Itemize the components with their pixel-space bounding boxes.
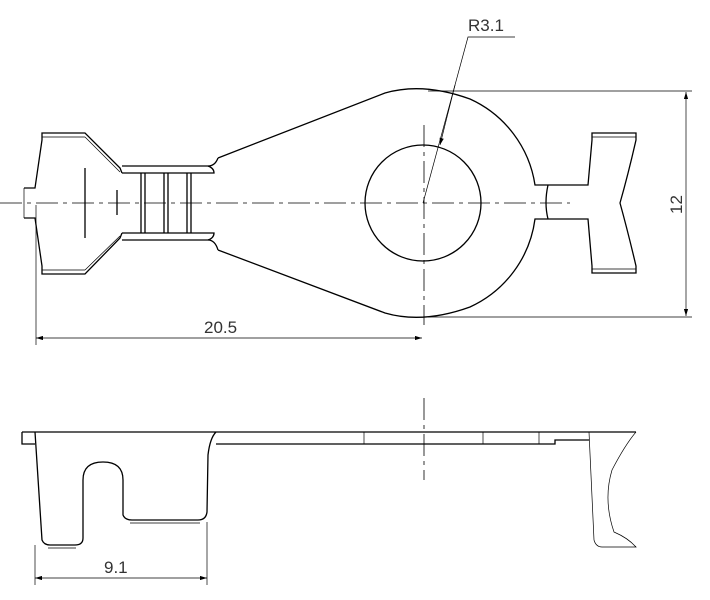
rear-tab: [545, 132, 637, 274]
side-profile: [21, 431, 636, 546]
length-dimension: 20.5: [35, 205, 422, 345]
top-view: R3.1 20.5 12: [0, 16, 692, 345]
side-length-label: 9.1: [104, 558, 128, 577]
funnel-entry: [23, 132, 123, 275]
stud-hole: [364, 144, 482, 262]
crimp-barrel: [122, 157, 219, 251]
side-length-dimension: 9.1: [34, 522, 208, 585]
rear-hook: [588, 431, 637, 548]
radius-label: R3.1: [468, 16, 504, 35]
side-view: 9.1: [21, 398, 637, 585]
radius-dimension: R3.1: [422, 16, 515, 204]
width-label: 12: [667, 195, 686, 214]
ring-outline: [217, 88, 548, 318]
width-dimension: 12: [428, 90, 692, 318]
length-label: 20.5: [204, 318, 237, 337]
